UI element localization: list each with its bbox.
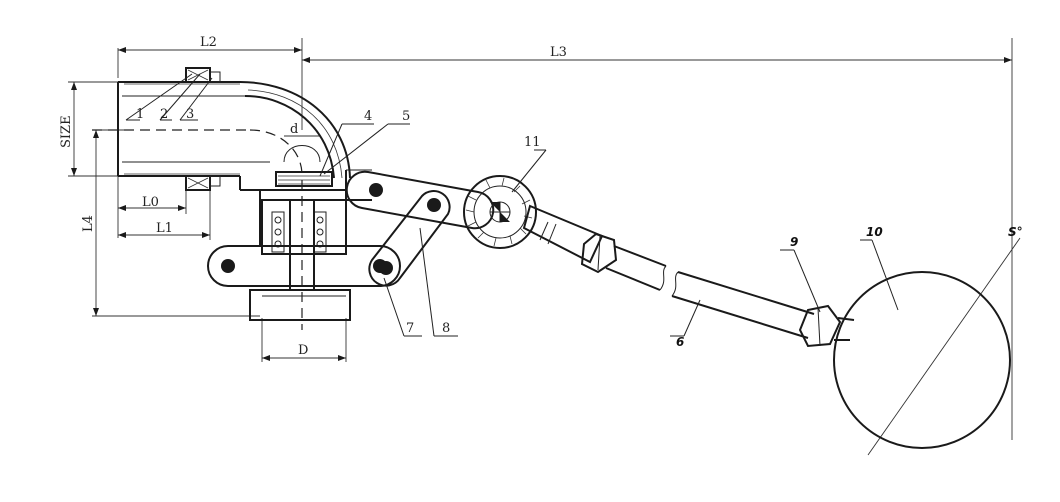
dimension-lines: [68, 38, 1021, 456]
part-callouts: 1 2 3 4 5 11 7 8 6 9 10: [136, 107, 883, 349]
lower-lever: [207, 245, 401, 287]
float-ball: [833, 271, 1011, 449]
callout-7: 7: [406, 321, 414, 336]
label-l3: L3: [550, 45, 567, 60]
label-l1: L1: [156, 221, 173, 236]
label-l2: L2: [200, 35, 217, 50]
float-rod: [522, 204, 855, 348]
link-arm: [368, 190, 451, 287]
label-l0: L0: [142, 195, 159, 210]
valve-body: [92, 81, 372, 245]
callout-3: 3: [186, 107, 194, 122]
callout-4: 4: [364, 109, 372, 124]
callout-11: 11: [524, 135, 541, 150]
label-size: SIZE: [59, 115, 74, 148]
upper-arm: [345, 170, 495, 230]
label-d-big: D: [298, 343, 308, 358]
callout-6: 6: [676, 335, 684, 349]
lock-nut: [185, 67, 221, 191]
piston-housing: [249, 180, 351, 330]
leader-lines: [125, 73, 899, 337]
label-d-small: d: [290, 122, 298, 137]
callout-10: 10: [866, 225, 883, 239]
callout-8: 8: [442, 321, 450, 336]
callout-2: 2: [160, 107, 168, 122]
label-l4: L4: [81, 215, 96, 232]
callout-9: 9: [790, 235, 798, 249]
callout-1: 1: [136, 107, 144, 122]
swivel-joint: [463, 175, 537, 249]
dimension-labels: L2 L3 SIZE L0 L1 L4 d D S°: [59, 35, 1023, 358]
callout-5: 5: [402, 109, 410, 124]
label-s-angle: S°: [1008, 225, 1023, 239]
